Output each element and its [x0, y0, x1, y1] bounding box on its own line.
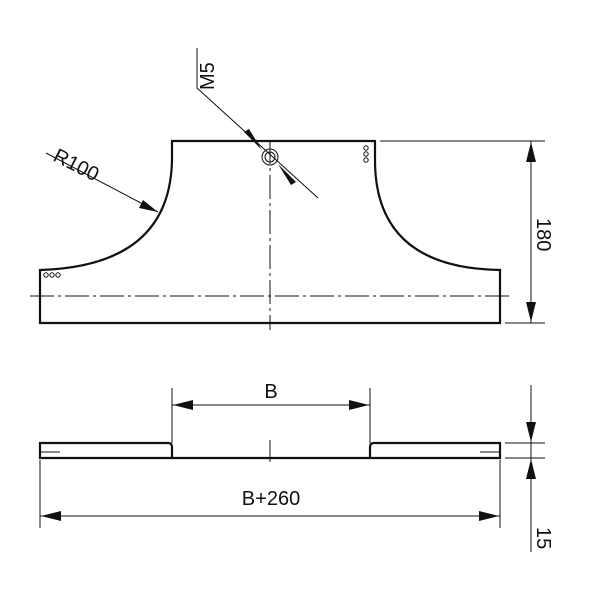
plate-outline	[38, 139, 502, 325]
radius-callout: R100	[45, 145, 159, 213]
height-label: 180	[532, 218, 554, 251]
edge-mark-right	[363, 145, 369, 163]
thickness-label: 15	[532, 527, 554, 549]
inner-width-dimension: B	[171, 381, 371, 443]
thread-callout: M5	[196, 48, 319, 199]
radius-label: R100	[50, 145, 103, 186]
edge-mark-left	[43, 272, 61, 278]
side-view: B B+260 15	[38, 381, 554, 552]
inner-width-label: B	[264, 381, 277, 403]
height-dimension: 180	[380, 140, 554, 324]
top-view: M5 R100 180	[30, 48, 554, 330]
profile-outline	[38, 441, 502, 460]
thread-label: M5	[197, 62, 219, 90]
thickness-dimension: 15	[505, 385, 554, 552]
overall-width-dimension: B+260	[39, 460, 501, 528]
tapped-hole	[261, 148, 279, 166]
overall-width-label: B+260	[242, 488, 300, 510]
